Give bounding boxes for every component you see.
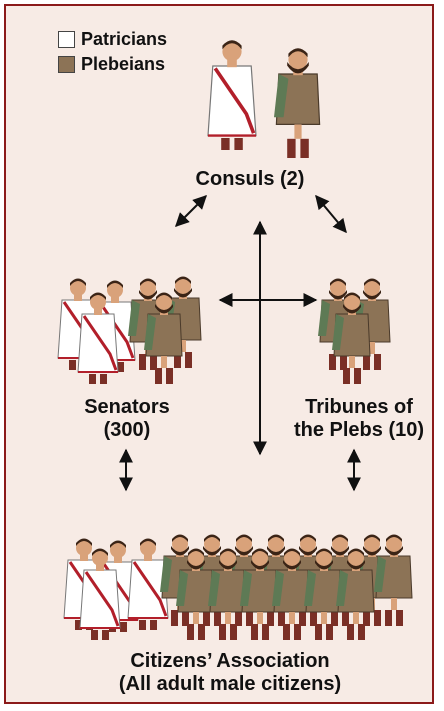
legend: Patricians Plebeians [58,27,167,77]
legend-label-plebeians: Plebeians [81,54,166,74]
citizens-label-line2: (All adult male citizens) [118,673,342,695]
relationship-arrows [119,194,361,492]
arrow-consuls-senators [175,195,207,227]
legend-item-patricians: Patricians [58,27,167,52]
legend-item-plebeians: Plebeians [58,52,167,77]
tribunes-label-line2: the Plebs (10) [293,419,425,441]
patrician-swatch [58,31,75,48]
tribunes-label-line1: Tribunes of [305,396,413,418]
citizens-figures [62,534,413,642]
consuls-figures [206,38,321,159]
senators-figures [56,276,202,386]
senators-label-line1: Senators [84,396,170,418]
plebeian-swatch [58,56,75,73]
citizens-label: Citizens’ Association (All adult male ci… [70,650,390,696]
legend-label-patricians: Patricians [81,29,168,49]
arrow-consuls-tribunes [315,194,347,234]
senators-label-line2: (300) [103,419,151,441]
senators-label: Senators (300) [62,396,192,442]
citizens-label-line1: Citizens’ Association [130,650,330,672]
consuls-label: Consuls (2) [195,168,305,190]
tribunes-figures [317,278,391,385]
tribunes-label: Tribunes of the Plebs (10) [284,396,434,442]
